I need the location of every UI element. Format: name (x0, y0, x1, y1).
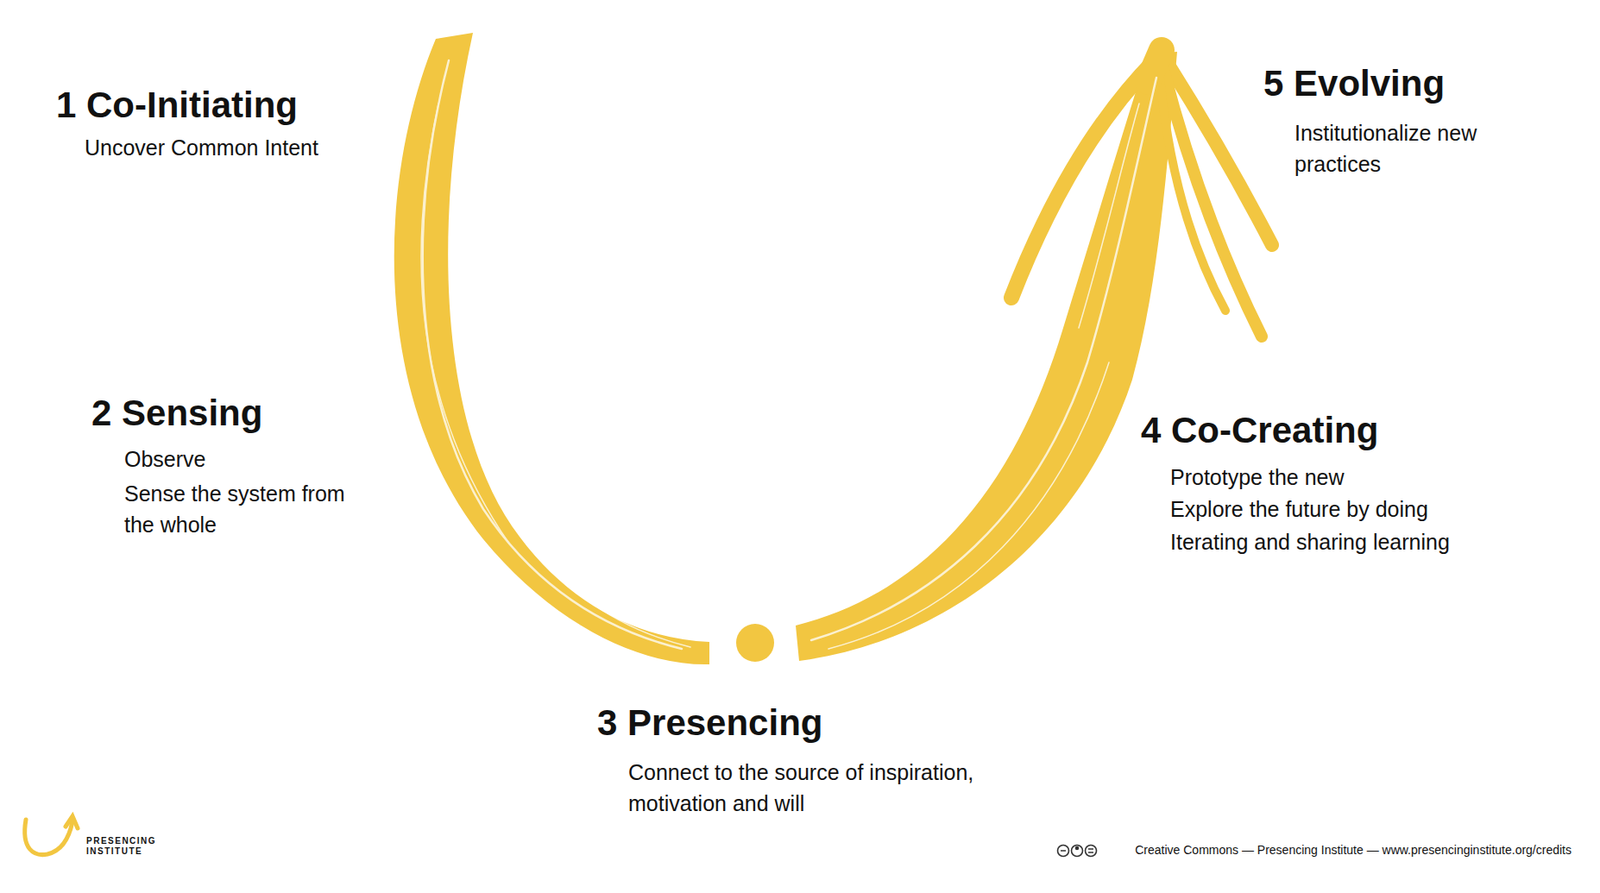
arrow-head (1011, 50, 1273, 337)
brush-streak (421, 103, 510, 544)
stage-description: Explore the future by doing (1170, 496, 1576, 523)
logo-arrowhead (65, 816, 78, 829)
stage-description: Iterating and sharing learning (1170, 529, 1576, 555)
left-arm (394, 32, 710, 665)
logo-text: PRESENCING INSTITUTE (86, 836, 156, 857)
stage-description: Observe (124, 446, 375, 473)
stage-heading: 2 Sensing (91, 391, 263, 435)
stage-heading: 3 Presencing (597, 701, 823, 745)
arrow-tip (1147, 50, 1162, 82)
brush-streak (811, 77, 1157, 641)
brush-streak (422, 60, 682, 649)
arrow-barb (1163, 69, 1262, 337)
brush-streak (1078, 103, 1140, 328)
stage-description: Prototype the new (1170, 464, 1576, 491)
brush-streak (828, 362, 1109, 649)
right-arm (795, 51, 1178, 662)
brush-texture (421, 60, 1157, 649)
cc-icon-dot (1076, 847, 1079, 851)
stage-description: Institutionalize new practices (1294, 117, 1511, 181)
stage-heading: 1 Co-Initiating (56, 83, 298, 127)
cc-icons (1058, 845, 1097, 857)
stage-heading: 4 Co-Creating (1140, 409, 1379, 453)
credits-line: Creative Commons — Presencing Institute … (1134, 843, 1572, 858)
stage-description: Sense the system from the whole (124, 478, 375, 542)
cc-icon-mark (1060, 849, 1094, 853)
stage-description: Uncover Common Intent (84, 134, 413, 161)
brush-streak (452, 172, 691, 648)
u-arrow (394, 32, 1178, 665)
cc-icon (1071, 845, 1084, 857)
logo-mark (25, 816, 78, 856)
stage-heading: 5 Evolving (1263, 62, 1445, 106)
stage-description: Connect to the source of inspiration, mo… (628, 756, 1017, 820)
arrow-barb (1159, 77, 1226, 311)
source-dot (736, 623, 775, 662)
cc-icon (1085, 845, 1097, 857)
